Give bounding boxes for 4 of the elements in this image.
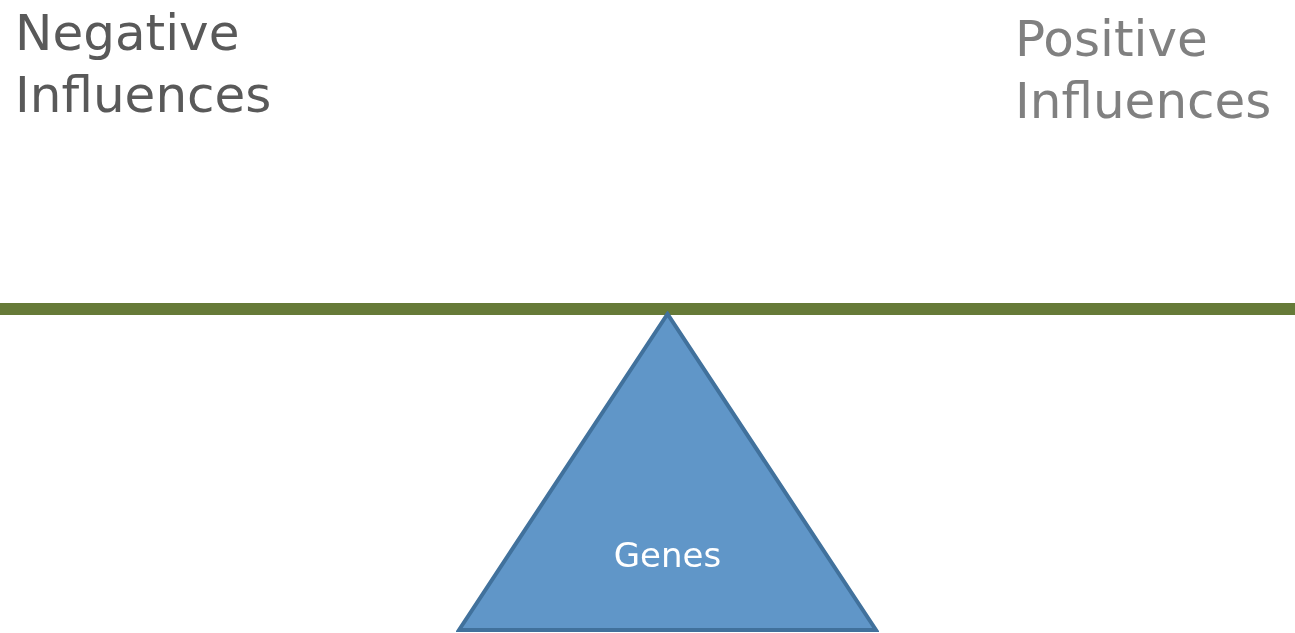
fulcrum-triangle — [456, 311, 879, 633]
side-heading: Positive Influences — [1015, 9, 1273, 132]
side-heading: Negative Influences — [15, 3, 273, 126]
node-text: Genes — [612, 534, 723, 577]
